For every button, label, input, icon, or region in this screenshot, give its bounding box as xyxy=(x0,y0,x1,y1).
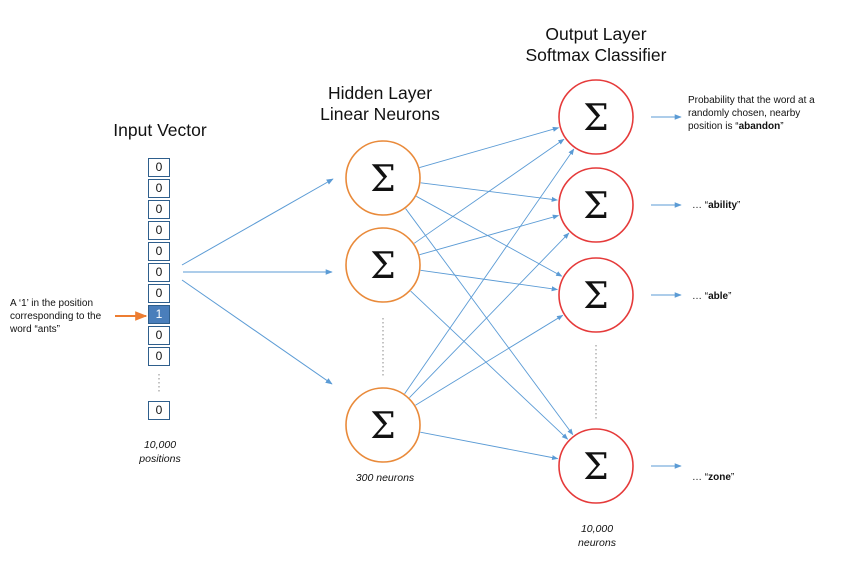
input-size-note: 10,000 positions xyxy=(118,438,202,466)
ellipsis-lines xyxy=(158,318,597,420)
output-label-abandon-suffix: ” xyxy=(780,121,784,132)
connection-arrow xyxy=(405,208,574,436)
sigma-icon: Σ xyxy=(370,406,395,447)
hidden-layer-title-line2: Linear Neurons xyxy=(320,104,440,124)
output-label-zone-prefix: … “ xyxy=(692,472,709,483)
input-cell: 0 xyxy=(148,158,170,177)
connection-arrow xyxy=(404,148,575,395)
input-cell-last: 0 xyxy=(148,401,170,420)
output-label-zone-suffix: ” xyxy=(730,472,735,483)
input-side-note: A ‘1’ in the position corresponding to t… xyxy=(10,297,125,336)
sigma-icon: Σ xyxy=(370,246,395,287)
output-label-zone: … “zone” xyxy=(692,471,832,484)
output-size-note-line1: 10,000 xyxy=(580,523,614,535)
output-neuron: Σ xyxy=(558,79,634,155)
sigma-icon: Σ xyxy=(583,276,608,317)
neurons: Σ Σ Σ Σ Σ Σ Σ xyxy=(345,79,634,504)
connection-arrow xyxy=(420,269,559,292)
input-to-hidden-connections xyxy=(181,178,334,385)
input-side-note-line3: word “ants” xyxy=(10,324,61,335)
connection-arrow xyxy=(409,232,570,399)
input-cell: 0 xyxy=(148,242,170,261)
output-layer-title-line2: Softmax Classifier xyxy=(525,45,667,65)
output-label-zone-word: zone xyxy=(708,472,731,483)
connection-arrow xyxy=(419,126,560,168)
hidden-neuron-circle xyxy=(345,140,421,216)
output-neuron: Σ xyxy=(558,257,634,333)
hidden-layer-title-line1: Hidden Layer xyxy=(327,83,433,103)
output-neuron-circle xyxy=(558,167,634,243)
output-size-note-line2: neurons xyxy=(578,537,616,549)
hidden-size-note: 300 neurons xyxy=(355,472,415,484)
output-label-able: … “able” xyxy=(692,290,832,303)
output-label-abandon-line3: position is “abandon” xyxy=(688,120,856,133)
input-cell: 0 xyxy=(148,347,170,366)
connection-arrow xyxy=(420,431,559,461)
output-label-ability-suffix: ” xyxy=(737,200,741,211)
hidden-neuron: Σ xyxy=(345,227,421,303)
input-cell: 0 xyxy=(148,326,170,345)
output-neuron: Σ xyxy=(558,167,634,243)
hidden-neuron-circle xyxy=(345,227,421,303)
connection-arrow xyxy=(181,178,334,266)
output-label-abandon: Probability that the word at a randomly … xyxy=(688,94,856,133)
connection-arrow xyxy=(410,290,569,440)
output-label-abandon-line1: Probability that the word at a xyxy=(688,95,815,106)
connection-arrow xyxy=(413,138,565,244)
output-label-abandon-line2: randomly chosen, nearby xyxy=(688,108,801,119)
input-size-note-line2: positions xyxy=(139,453,181,465)
output-label-ability-word: ability xyxy=(708,200,738,211)
output-neuron-circle xyxy=(558,79,634,155)
output-label-abandon-prefix: position is “ xyxy=(688,121,739,132)
hidden-neuron: Σ xyxy=(345,140,421,216)
sigma-icon: Σ xyxy=(583,98,608,139)
input-cell: 0 xyxy=(148,179,170,198)
output-neuron-circle xyxy=(558,257,634,333)
input-side-note-line2: corresponding to the xyxy=(10,311,102,322)
input-cell: 0 xyxy=(148,200,170,219)
connection-arrow xyxy=(416,195,563,277)
output-layer-title: Output Layer Softmax Classifier xyxy=(506,24,686,66)
output-size-note: 10,000 neurons xyxy=(555,522,639,550)
output-label-ability: … “ability” xyxy=(692,199,832,212)
input-layer-title: Input Vector xyxy=(113,120,207,140)
hidden-layer-title: Hidden Layer Linear Neurons xyxy=(300,83,460,125)
input-cell-active: 1 xyxy=(148,305,170,324)
output-neuron: Σ xyxy=(558,428,634,504)
input-side-note-line1: A ‘1’ in the position xyxy=(10,298,94,309)
output-layer-title-line1: Output Layer xyxy=(545,24,647,44)
output-to-label-arrows xyxy=(651,114,682,469)
connection-arrow xyxy=(419,214,560,256)
connection-arrow xyxy=(415,314,564,406)
sigma-icon: Σ xyxy=(583,186,608,227)
output-label-able-word: able xyxy=(708,291,729,302)
input-size-note-line1: 10,000 xyxy=(143,439,177,451)
input-cell: 0 xyxy=(148,221,170,240)
sigma-icon: Σ xyxy=(583,447,608,488)
hidden-neuron-circle xyxy=(345,387,421,463)
hidden-to-output-connections xyxy=(404,126,575,461)
input-cell: 0 xyxy=(148,263,170,282)
output-label-able-suffix: ” xyxy=(728,291,732,302)
output-label-ability-prefix: … “ xyxy=(692,200,709,211)
input-cell: 0 xyxy=(148,284,170,303)
sigma-icon: Σ xyxy=(370,159,395,200)
output-label-abandon-word: abandon xyxy=(738,121,781,132)
output-neuron-circle xyxy=(558,428,634,504)
output-label-able-prefix: … “ xyxy=(692,291,709,302)
hidden-neuron: Σ xyxy=(345,387,421,463)
connection-arrow xyxy=(181,279,333,385)
